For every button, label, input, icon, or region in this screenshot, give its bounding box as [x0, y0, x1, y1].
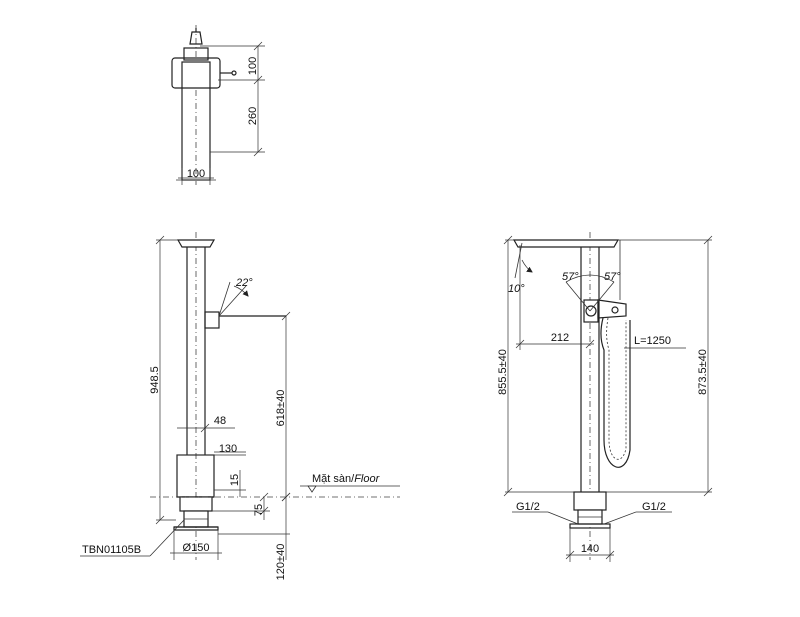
front-dim-15: 15 — [229, 474, 241, 486]
hose-length: L=1250 — [634, 335, 671, 347]
front-below-floor: 120±40 — [275, 544, 287, 581]
front-diameter: Ø150 — [183, 542, 210, 554]
side-dim-212: 212 — [551, 332, 569, 344]
side-angle-10: 10° — [508, 283, 525, 295]
side-angle-57-right: 57° — [604, 271, 621, 283]
thread-right: G1/2 — [642, 501, 666, 513]
side-view: 10° 57° 57° 212 L=1250 855.5±40 — [497, 232, 713, 562]
front-dim-130: 130 — [219, 443, 237, 455]
side-angle-57-left: 57° — [562, 271, 579, 283]
front-view: 22° Mặt sàn/Floor 948.5 618±40 48 — [80, 232, 400, 580]
side-height-right: 873.5±40 — [697, 349, 709, 395]
part-code: TBN01105B — [82, 544, 141, 556]
thread-left: G1/2 — [516, 501, 540, 513]
top-dim-100-right: 100 — [247, 57, 259, 75]
front-spout-height: 618±40 — [275, 390, 287, 427]
front-dim-75: 75 — [253, 504, 265, 516]
front-dim-48: 48 — [214, 415, 226, 427]
top-dim-260: 260 — [247, 107, 259, 125]
floor-label-en: Floor — [354, 473, 380, 485]
front-angle-22: 22° — [235, 277, 253, 289]
side-height-left: 855.5±40 — [497, 349, 509, 395]
floor-label-vi: Mặt sàn/Floor — [312, 473, 381, 485]
top-dim-100-bottom: 100 — [187, 168, 205, 180]
front-overall-height: 948.5 — [149, 366, 161, 394]
top-view: 100 260 100 — [171, 25, 265, 185]
side-base-width: 140 — [581, 543, 599, 555]
